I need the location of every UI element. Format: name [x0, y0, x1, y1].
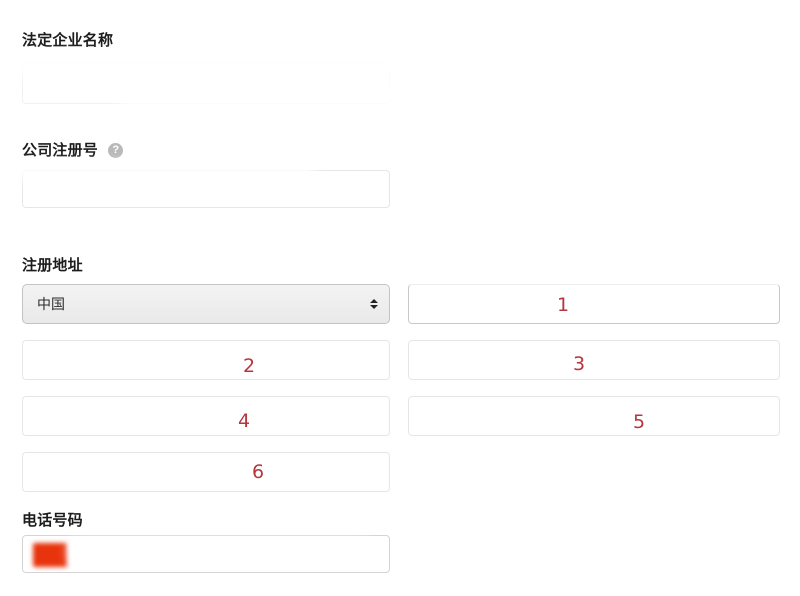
company-registration-number-input[interactable] — [22, 170, 390, 208]
country-select[interactable]: 中国 — [22, 284, 390, 324]
address-field-3-input[interactable] — [408, 340, 780, 380]
legal-business-name-label-text: 法定企业名称 — [22, 32, 114, 50]
address-field-4-input[interactable] — [22, 396, 390, 436]
phone-input[interactable] — [22, 535, 390, 573]
company-registration-number-label: 公司注册号 ? — [22, 142, 124, 160]
address-field-5-input[interactable] — [408, 396, 780, 436]
registered-address-label-text: 注册地址 — [22, 257, 83, 275]
help-icon[interactable]: ? — [108, 142, 124, 158]
up-down-stepper-icon — [369, 296, 379, 312]
company-registration-number-label-text: 公司注册号 — [22, 142, 99, 160]
legal-business-name-label: 法定企业名称 — [22, 32, 113, 50]
country-select-value: 中国 — [37, 296, 65, 312]
phone-number-label: 电话号码 — [22, 512, 83, 530]
address-field-1-input[interactable] — [408, 284, 780, 324]
registered-address-label: 注册地址 — [22, 257, 83, 275]
address-field-6-input[interactable] — [22, 452, 390, 492]
phone-number-label-text: 电话号码 — [22, 512, 83, 530]
china-flag-icon — [33, 543, 67, 567]
address-field-2-input[interactable] — [22, 340, 390, 380]
legal-business-name-input[interactable] — [22, 62, 390, 104]
